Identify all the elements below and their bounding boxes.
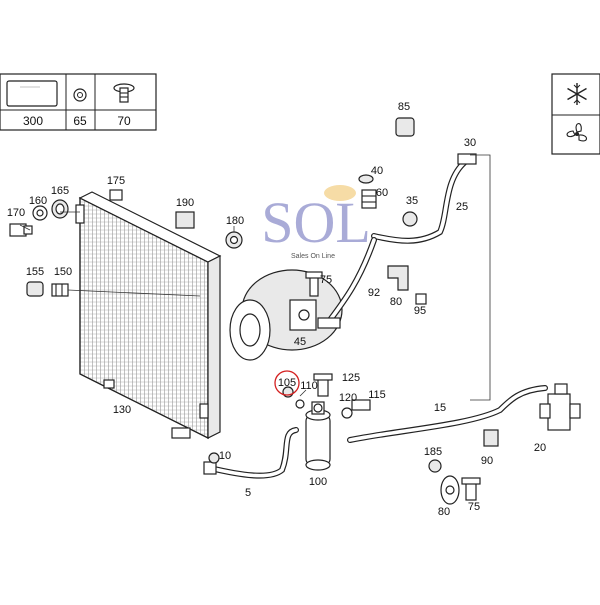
part-115[interactable]	[351, 399, 371, 411]
label-185: 185	[424, 446, 442, 458]
label-105: 105	[278, 377, 296, 389]
label-180: 180	[226, 215, 244, 227]
leader-lines	[19, 211, 307, 397]
label-45: 45	[294, 336, 306, 348]
part-95[interactable]	[415, 293, 427, 305]
part-120[interactable]	[341, 407, 353, 419]
label-80-bottom: 80	[438, 506, 450, 518]
legend-part-65[interactable]: 65	[73, 88, 87, 128]
label-15: 15	[434, 402, 446, 414]
label-170: 170	[7, 207, 25, 219]
hose-25-30[interactable]	[371, 153, 477, 244]
highlight-circle	[274, 370, 300, 396]
label-175: 175	[107, 175, 125, 187]
label-90: 90	[481, 455, 493, 467]
part-number-labels: 170 160 165 155 150 175 190 180 130 85 3…	[7, 101, 546, 518]
label-165: 165	[51, 185, 69, 197]
part-160[interactable]	[32, 205, 48, 221]
dryer-100[interactable]	[305, 401, 331, 471]
legend-box: 300 65 70	[0, 73, 157, 131]
system-icons-box	[551, 73, 600, 155]
hose-5[interactable]	[203, 427, 299, 479]
part-85[interactable]	[395, 117, 415, 137]
label-100: 100	[309, 476, 327, 488]
part-150[interactable]	[51, 283, 69, 297]
label-190: 190	[176, 197, 194, 209]
label-155: 155	[26, 266, 44, 278]
part-75-top[interactable]	[305, 271, 323, 297]
label-130: 130	[113, 404, 131, 416]
part-180[interactable]	[225, 231, 243, 249]
part-185[interactable]	[428, 459, 442, 473]
legend-part-300[interactable]: 300	[6, 80, 58, 128]
label-75-bottom: 75	[468, 501, 480, 513]
legend-label-65: 65	[73, 114, 87, 128]
watermark-subtext: Sales On Line	[291, 253, 335, 260]
watermark-text: SOL	[261, 190, 371, 255]
legend-label-70: 70	[117, 114, 131, 128]
label-125: 125	[342, 372, 360, 384]
part-190[interactable]	[175, 211, 195, 229]
expansion-valve-20[interactable]	[539, 383, 581, 431]
part-92-80[interactable]	[387, 265, 409, 291]
label-35: 35	[406, 195, 418, 207]
part-110[interactable]	[295, 399, 305, 409]
label-5: 5	[245, 487, 251, 499]
label-150: 150	[54, 266, 72, 278]
label-110: 110	[300, 380, 318, 392]
part-60[interactable]	[361, 189, 377, 209]
label-20: 20	[534, 442, 546, 454]
label-85: 85	[398, 101, 410, 113]
part-125[interactable]	[313, 373, 333, 397]
label-95: 95	[414, 305, 426, 317]
label-25: 25	[456, 201, 468, 213]
part-155[interactable]	[26, 281, 44, 297]
part-175[interactable]	[109, 189, 123, 201]
label-60: 60	[376, 187, 388, 199]
label-115: 115	[368, 389, 386, 401]
legend-part-70[interactable]: 70	[113, 83, 135, 128]
part-35[interactable]	[402, 211, 418, 227]
part-75-bottom[interactable]	[461, 477, 481, 501]
part-90[interactable]	[483, 429, 499, 447]
part-165[interactable]	[51, 199, 69, 219]
snowflake-icon	[567, 83, 587, 105]
part-10[interactable]	[208, 452, 220, 464]
label-160: 160	[29, 195, 47, 207]
condenser-130[interactable]	[75, 191, 222, 440]
hose-15[interactable]	[347, 385, 548, 443]
label-75-top: 75	[320, 274, 332, 286]
label-80-top: 80	[390, 296, 402, 308]
label-10: 10	[219, 450, 231, 462]
label-120: 120	[339, 392, 357, 404]
label-30: 30	[464, 137, 476, 149]
part-40[interactable]	[358, 174, 374, 184]
label-40: 40	[371, 165, 383, 177]
legend-label-300: 300	[23, 114, 43, 128]
fan-icon	[566, 123, 588, 142]
hose-suction-45[interactable]	[317, 237, 377, 329]
watermark-logo: SOL Sales On Line	[261, 185, 371, 260]
part-80-bottom[interactable]	[440, 475, 460, 505]
part-170[interactable]	[9, 223, 33, 237]
label-92: 92	[368, 287, 380, 299]
